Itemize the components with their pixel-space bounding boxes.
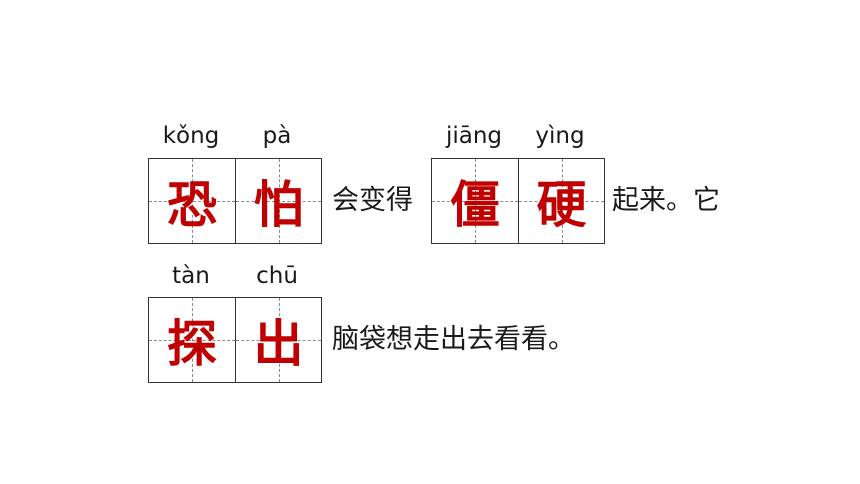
tianzige-cell: 探	[149, 298, 235, 382]
tianzige-box-tanchu: 探 出	[148, 297, 322, 383]
tianzige-cell: 僵	[432, 159, 518, 243]
pinyin-pa: pà	[262, 123, 292, 149]
tianzige-cell: 怕	[235, 159, 321, 243]
char-chu: 出	[253, 314, 304, 373]
pinyin-jiang: jiāng	[445, 123, 503, 149]
pinyin-chu: chū	[256, 263, 298, 289]
pinyin-tan: tàn	[172, 263, 210, 289]
tianzige-cell: 硬	[518, 159, 604, 243]
char-jiang: 僵	[450, 175, 500, 234]
tianzige-cell: 出	[235, 298, 321, 382]
tianzige-box-kongpa: 恐 怕	[148, 158, 322, 244]
char-tan: 探	[167, 314, 217, 373]
pinyin-ying: yìng	[535, 123, 585, 149]
char-ying: 硬	[536, 175, 587, 234]
tianzige-cell: 恐	[149, 159, 235, 243]
tianzige-box-jiangying: 僵 硬	[431, 158, 605, 244]
pinyin-kong: kǒng	[162, 123, 220, 149]
char-kong: 恐	[167, 175, 217, 234]
sentence-text-end-line1: 起来。它	[612, 185, 720, 216]
sentence-text-mid: 会变得	[332, 185, 413, 216]
char-pa: 怕	[253, 175, 304, 234]
sentence-text-end-line2: 脑袋想走出去看看。	[332, 324, 575, 355]
